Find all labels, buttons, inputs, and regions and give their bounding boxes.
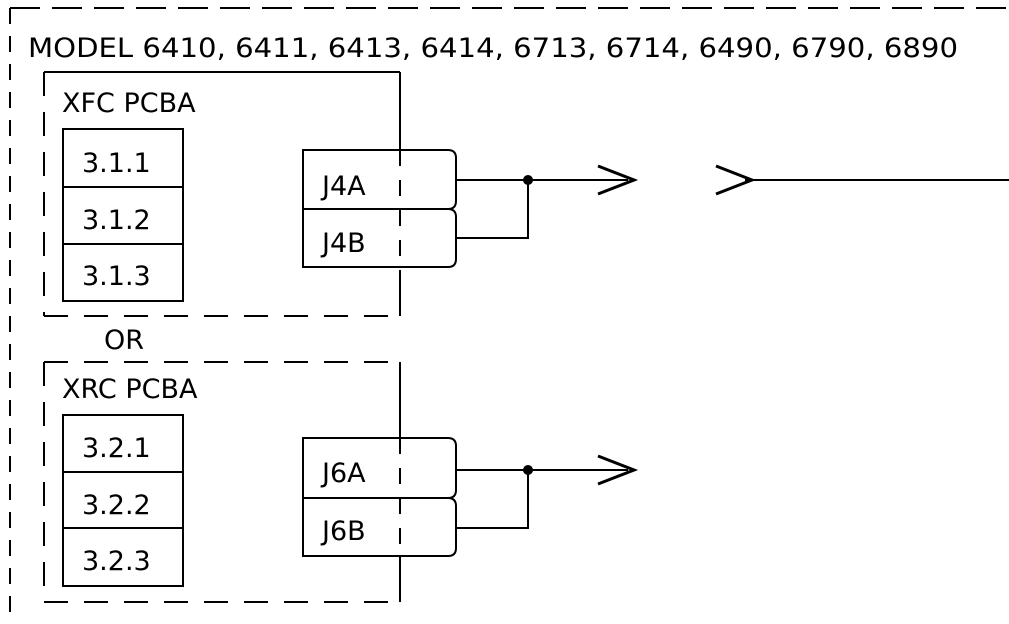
j6-wiring bbox=[456, 454, 639, 529]
j4-arrow-out-icon bbox=[597, 164, 639, 196]
connector-j4b-label: J4B bbox=[320, 228, 366, 259]
xrc-pcba-label: XRC PCBA bbox=[62, 374, 198, 405]
item-3-2-1: 3.2.1 bbox=[82, 433, 151, 464]
xfc-pcba-board bbox=[43, 71, 401, 317]
item-3-2-2: 3.2.2 bbox=[82, 490, 151, 521]
connector-j6b-label: J6B bbox=[320, 516, 366, 547]
item-3-1-2: 3.1.2 bbox=[82, 205, 151, 236]
item-3-1-3: 3.1.3 bbox=[82, 261, 151, 292]
xrc-pcba-board bbox=[43, 361, 401, 603]
connector-j4a-label: J4A bbox=[320, 171, 366, 202]
xfc-pcba-label: XFC PCBA bbox=[62, 88, 196, 119]
xfc-item-stack bbox=[62, 128, 184, 302]
j6-arrow-out-icon bbox=[597, 454, 639, 486]
item-3-1-1: 3.1.1 bbox=[82, 148, 151, 179]
connector-j6a-label: J6A bbox=[320, 458, 366, 489]
j6-junction-dot bbox=[523, 465, 533, 475]
model-list-title: MODEL 6410, 6411, 6413, 6414, 6713, 6714… bbox=[28, 33, 958, 64]
connector-j4 bbox=[302, 149, 457, 268]
j4-wiring bbox=[456, 164, 1009, 239]
xrc-item-stack bbox=[62, 414, 184, 587]
model-boundary bbox=[9, 7, 1009, 624]
j4-junction-dot bbox=[523, 175, 533, 185]
or-separator: OR bbox=[104, 325, 144, 356]
connector-j6 bbox=[302, 437, 457, 557]
item-3-2-3: 3.2.3 bbox=[82, 546, 151, 577]
